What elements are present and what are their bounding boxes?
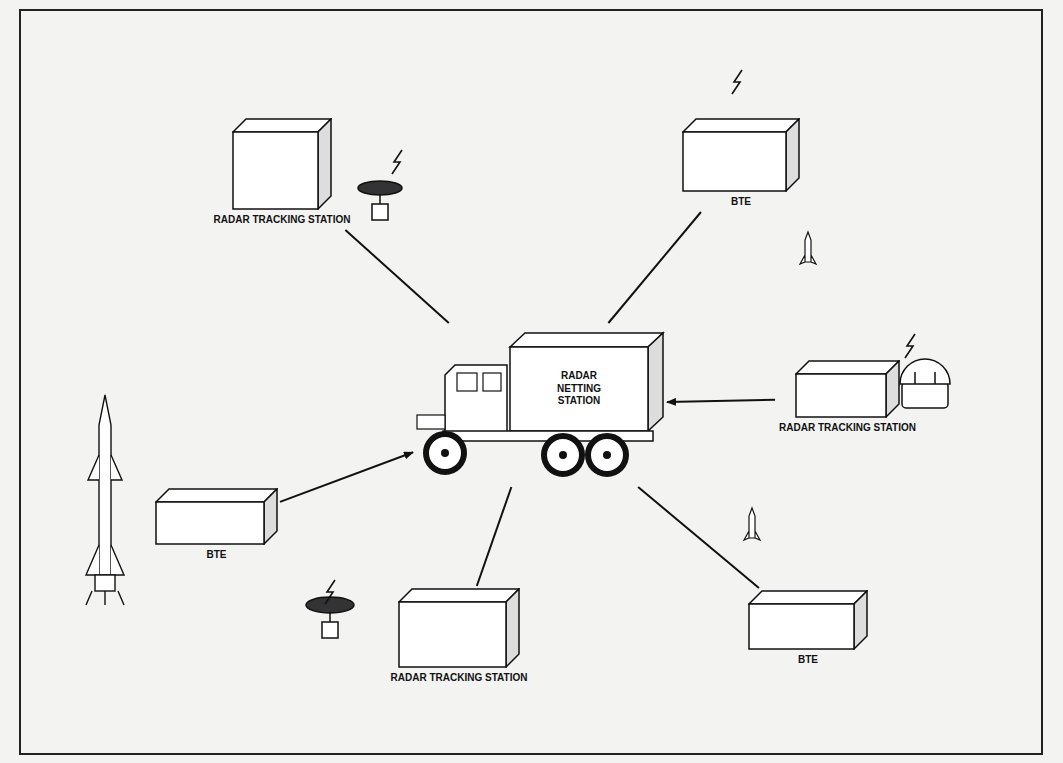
station-node: BTE: [748, 590, 868, 668]
data-link: [638, 487, 759, 588]
missile: [86, 395, 124, 605]
equipment-box: [682, 118, 800, 192]
data-link: [608, 212, 701, 323]
station-node: BTE: [155, 488, 278, 563]
truck: [415, 325, 665, 485]
radome: [900, 359, 950, 408]
node-label: BTE: [205, 549, 229, 561]
netting-station: RADAR NETTING STATION: [415, 325, 665, 485]
node-label: RADAR TRACKING STATION: [212, 214, 353, 226]
node-label: BTE: [796, 654, 820, 666]
node-label: RADAR NETTING STATION: [544, 370, 614, 408]
equipment-box: [155, 488, 278, 545]
equipment-box: [398, 588, 520, 668]
node-label: RADAR TRACKING STATION: [777, 422, 918, 434]
radar-dish: [306, 597, 354, 638]
station-node: RADAR TRACKING STATION: [212, 118, 353, 228]
node-label: RADAR TRACKING STATION: [389, 672, 530, 684]
equipment-box: [232, 118, 332, 210]
station-node: RADAR TRACKING STATION: [389, 588, 530, 686]
page-frame: [20, 10, 1042, 754]
equipment-box: [795, 360, 900, 418]
node-label: BTE: [729, 196, 753, 208]
equipment-box: [748, 590, 868, 650]
station-node: BTE: [682, 118, 800, 210]
radar-dish: [358, 181, 402, 220]
data-link: [667, 400, 775, 402]
data-link: [280, 452, 413, 502]
data-link: [345, 230, 448, 323]
station-node: RADAR TRACKING STATION: [777, 360, 918, 436]
signal-bolt: [325, 70, 915, 604]
data-link: [477, 487, 512, 586]
